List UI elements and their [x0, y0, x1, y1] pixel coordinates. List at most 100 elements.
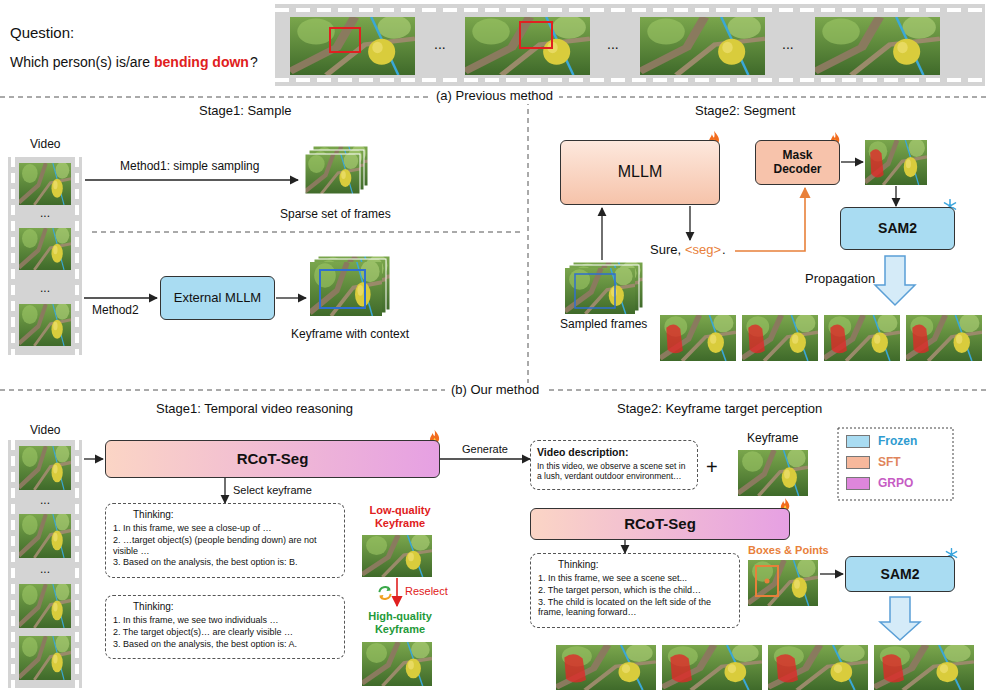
label-text: Sparse set of frames	[280, 208, 391, 222]
node-text: 2. …target object(s) (people bending dow…	[113, 535, 337, 557]
arrow	[396, 578, 398, 606]
keyframe-stack	[310, 261, 382, 316]
frame-stack	[565, 261, 643, 314]
mask-output	[906, 314, 982, 361]
thinking-box: Thinking: 1. In this frame, we see a clos…	[105, 503, 345, 578]
keyframe-image	[748, 559, 818, 606]
model-box: RCoT-Seg	[105, 440, 440, 478]
label-text: Keyframe	[747, 432, 798, 446]
label-text: Low-quality Keyframe	[360, 504, 440, 529]
node-text: External MLLM	[167, 291, 268, 306]
edge-label: Generate	[462, 443, 508, 456]
arrow	[895, 186, 896, 206]
label-text: ...	[782, 36, 794, 52]
legend-frame	[838, 428, 953, 500]
film-strip	[11, 157, 15, 355]
keyframe-stack	[320, 270, 365, 308]
model-icon	[113, 131, 956, 612]
node-text: 1. In this frame, we see two individuals…	[113, 615, 337, 626]
model-box: External MLLM	[160, 276, 275, 320]
film-strip	[19, 227, 71, 270]
film-strip	[520, 22, 552, 48]
label-text: Stage1: Sample	[199, 104, 292, 119]
label-text: Question:	[10, 24, 74, 41]
thinking-box: Thinking: 1. In this frame, we see two in…	[105, 595, 345, 659]
decoder-box: Mask Decoder	[755, 140, 840, 185]
film-strip	[19, 303, 71, 346]
label-text: Sampled frames	[560, 318, 647, 332]
frame-stack	[305, 145, 368, 194]
legend-text: Frozen	[878, 434, 917, 448]
arrow	[820, 573, 843, 574]
keyframe-image	[362, 641, 432, 686]
node-text: Mask Decoder	[762, 149, 833, 177]
model-box: SAM2	[840, 207, 955, 250]
label-text: Reselect	[405, 585, 448, 598]
label-text: High-quality Keyframe	[360, 610, 440, 635]
node-text: 2. The target object(s)… are clearly vis…	[113, 627, 337, 638]
model-icon	[379, 587, 390, 600]
mask-output	[865, 139, 927, 185]
node-text: 2. The target person, which is the child…	[538, 585, 732, 596]
arrow	[601, 208, 602, 260]
film-strip	[8, 157, 82, 355]
film-strip	[275, 78, 985, 82]
dashed-divider	[528, 100, 529, 385]
arrow	[84, 458, 103, 459]
label-text: Method1: simple sampling	[120, 160, 259, 174]
node-text: 3. The child is located on the left side…	[538, 597, 732, 619]
film-strip	[290, 16, 415, 75]
mask-output	[874, 644, 974, 690]
film-strip	[275, 4, 985, 86]
arrow	[689, 206, 690, 240]
label-text: Stage2: Segment	[695, 104, 795, 119]
node-text: MLLM	[567, 163, 713, 181]
model-box: SAM2	[845, 556, 955, 592]
film-strip	[19, 162, 71, 205]
model-box: MLLM	[560, 140, 720, 205]
edge-label: Select keyframe	[233, 484, 312, 497]
label-text: .	[722, 243, 726, 258]
film-strip	[75, 440, 79, 688]
legend-swatch	[846, 435, 870, 448]
label-text: (a) Previous method	[430, 89, 559, 104]
legend-frame	[838, 428, 953, 500]
description-box: Video description:In this video, we obse…	[530, 440, 698, 490]
label-text: ...	[434, 36, 446, 52]
film-strip	[8, 440, 82, 688]
dashed-divider	[92, 232, 522, 233]
node-text: 1. In this frame, we see a close-up of …	[113, 523, 337, 534]
box-heading: Thinking:	[113, 509, 337, 521]
arrow	[841, 161, 863, 162]
label-text: Which person(s) is/are	[10, 54, 150, 70]
mask-output	[768, 644, 868, 690]
legend-row: Frozen	[846, 434, 917, 448]
node-text: 3. Based on the analysis, the best optio…	[113, 557, 337, 568]
film-strip	[330, 28, 360, 52]
arrow	[84, 297, 157, 298]
model-box: RCoT-Seg	[530, 508, 790, 540]
label-text: ...	[607, 36, 619, 52]
mask-output	[662, 644, 762, 690]
label-text: ...	[40, 207, 50, 221]
arrow	[85, 179, 298, 180]
box-heading: Video description:	[537, 446, 691, 459]
keyframe-image	[756, 566, 778, 596]
label-text: ...	[40, 282, 50, 296]
flow-arrow	[624, 540, 625, 553]
box-heading: Thinking:	[113, 601, 337, 613]
legend-swatch	[846, 477, 870, 490]
film-strip	[8, 157, 82, 355]
label-text: Propagation	[805, 272, 875, 287]
label-text: Stage2: Keyframe target perception	[617, 402, 822, 417]
film-strip	[8, 440, 82, 688]
label-text: +	[706, 456, 718, 479]
frame-stack	[305, 154, 360, 194]
label-text: Keyframe with context	[291, 328, 409, 342]
film-strip	[640, 16, 765, 75]
arrow	[735, 188, 805, 251]
film-strip	[275, 8, 985, 12]
label-text: Stage1: Temporal video reasoning	[156, 402, 353, 417]
